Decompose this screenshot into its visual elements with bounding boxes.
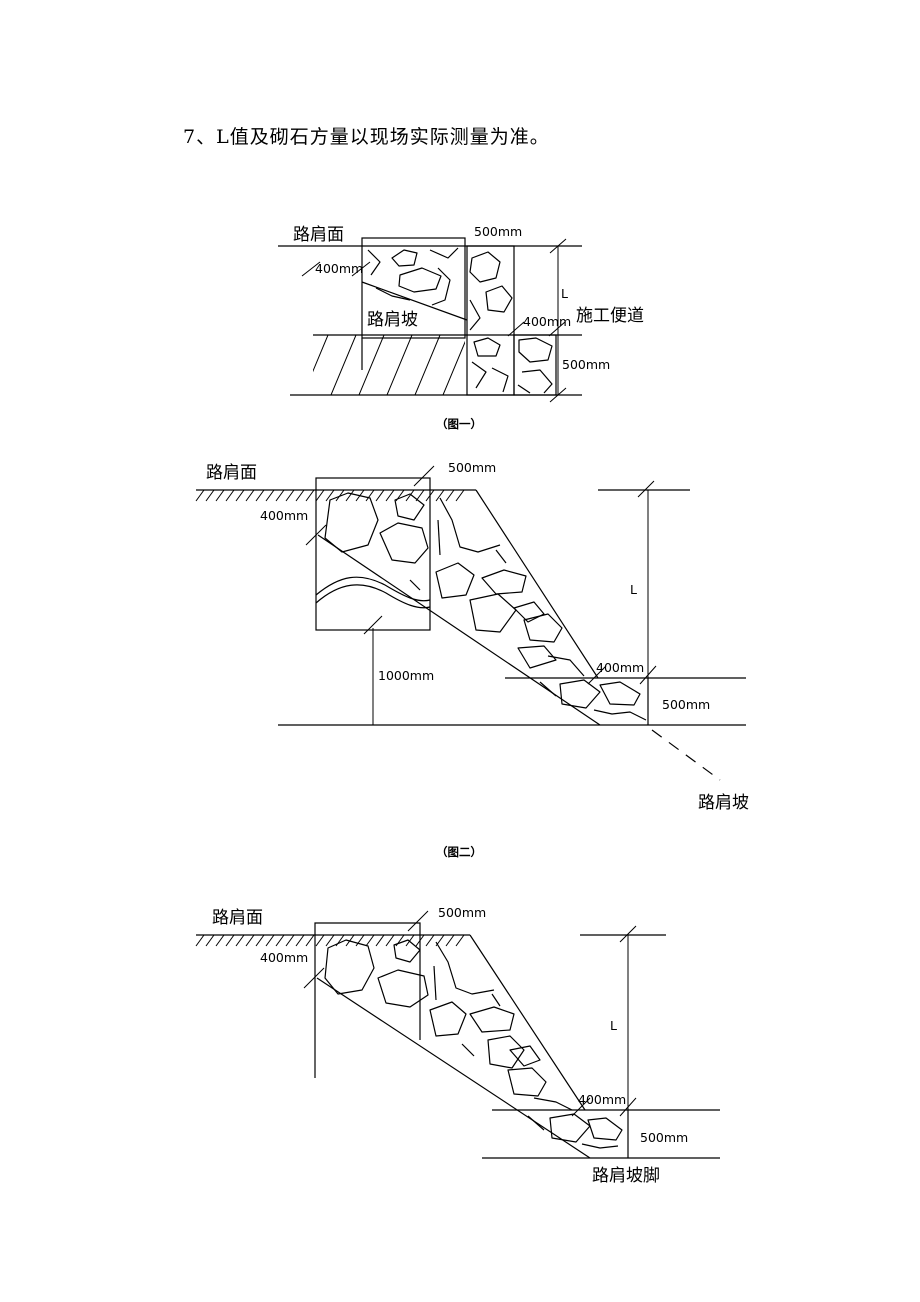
depth-bottom-label: 500mm bbox=[662, 697, 710, 712]
shoulder-slope-label: 路肩坡 bbox=[698, 793, 749, 813]
depth-bottom-label: 500mm bbox=[640, 1130, 688, 1145]
figure-2-caption: （图二） bbox=[436, 845, 482, 859]
outer-slope-line bbox=[469, 934, 586, 1111]
tick-marks bbox=[305, 465, 657, 685]
trench-box-upper bbox=[361, 237, 466, 339]
shoulder-slope-label: 路肩坡 bbox=[367, 310, 418, 330]
width-mid-label: 400mm bbox=[523, 314, 571, 329]
outer-slope-line bbox=[475, 489, 599, 679]
masonry-column bbox=[466, 245, 515, 396]
width-top-label: 500mm bbox=[438, 905, 486, 920]
slope-extension bbox=[651, 729, 721, 781]
width-left-label: 400mm bbox=[260, 950, 308, 965]
width-foot-label: 400mm bbox=[578, 1092, 626, 1107]
ground-hatch bbox=[313, 335, 465, 395]
tick-marks bbox=[301, 261, 371, 277]
figure-2: 路肩面 500mm 400mm L 400mm 1000mm 500mm 路肩坡… bbox=[195, 460, 749, 859]
width-top-label: 500mm bbox=[474, 224, 522, 239]
inner-slope-line bbox=[316, 977, 591, 1159]
section-heading: 7、L值及砌石方量以现场实际测量为准。 bbox=[183, 126, 550, 148]
tick-marks bbox=[303, 910, 637, 1117]
break-curve-1 bbox=[315, 576, 431, 602]
road-surface-label: 路肩面 bbox=[206, 463, 257, 483]
surface-hatch bbox=[195, 489, 465, 502]
shoulder-slope-line bbox=[361, 281, 468, 321]
width-left-label: 400mm bbox=[260, 508, 308, 523]
construction-road-label: 施工便道 bbox=[576, 306, 644, 326]
height-label: L bbox=[610, 1018, 617, 1033]
stone-fill bbox=[324, 939, 623, 1149]
width-left-label: 400mm bbox=[315, 261, 363, 276]
depth-base-label: 1000mm bbox=[378, 668, 434, 683]
road-surface-label: 路肩面 bbox=[293, 225, 344, 245]
tick-marks-right bbox=[507, 238, 567, 403]
break-curve-2 bbox=[315, 584, 431, 609]
figure-3: 路肩面 500mm 400mm L 400mm 500mm 路肩坡脚 bbox=[195, 905, 720, 1186]
trench-box bbox=[314, 922, 421, 1078]
road-surface-label: 路肩面 bbox=[212, 908, 263, 928]
stone-fill bbox=[367, 247, 553, 394]
slope-foot-label: 路肩坡脚 bbox=[592, 1166, 660, 1186]
surface-hatch bbox=[195, 934, 465, 947]
trench-box bbox=[315, 477, 431, 631]
width-top-label: 500mm bbox=[448, 460, 496, 475]
figure-1: 路肩面 500mm 400mm L 路肩坡 400mm 施工便道 500mm （… bbox=[278, 224, 644, 431]
masonry-foot bbox=[513, 334, 557, 396]
height-label: L bbox=[561, 286, 568, 301]
width-foot-label: 400mm bbox=[596, 660, 644, 675]
figure-1-caption: （图一） bbox=[436, 417, 482, 431]
depth-bottom-label: 500mm bbox=[562, 357, 610, 372]
height-label: L bbox=[630, 582, 637, 597]
stone-fill bbox=[324, 492, 647, 721]
